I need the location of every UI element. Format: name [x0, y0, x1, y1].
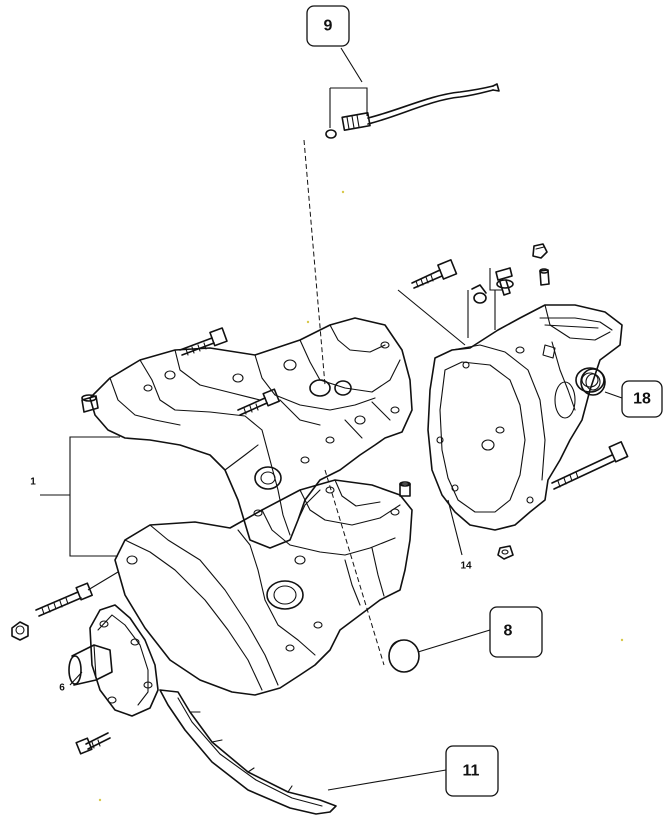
- leader-14: [447, 499, 463, 556]
- label-14: 14: [460, 561, 472, 572]
- nut-top-right: [532, 243, 548, 259]
- callout-11-text: 11: [463, 763, 480, 780]
- dust-cover-11: [159, 689, 447, 815]
- bolt-lower-left: [35, 571, 119, 617]
- upper-housing: [89, 317, 413, 549]
- callout-18-text: 18: [633, 391, 651, 408]
- plug-8: [324, 469, 491, 673]
- washers-left: [471, 284, 487, 304]
- specks: [98, 190, 624, 802]
- callout-8-text: 8: [504, 623, 513, 640]
- bellhousing: [114, 479, 413, 696]
- input-shaft-cover-6: [68, 604, 159, 717]
- dowel-center: [399, 481, 411, 497]
- bracket-1: [40, 436, 120, 557]
- callout-11: 11: [445, 745, 499, 797]
- dowel-left: [81, 394, 99, 413]
- bolt-upper-mid: [237, 388, 280, 416]
- oil-seal-18: [580, 368, 623, 399]
- bolt-top-center: [411, 259, 458, 289]
- callout-9: 9: [306, 5, 350, 47]
- label-1: 1: [30, 477, 36, 488]
- bolt-bottom-left: [75, 732, 111, 755]
- bolt-small-right: [495, 267, 550, 296]
- nut-lower-left: [11, 621, 29, 641]
- sensor-cable-assembly: [325, 83, 500, 139]
- label-6: 6: [59, 683, 65, 694]
- gearbox-rear-case: [427, 304, 623, 531]
- bolt-upper-left: [179, 327, 228, 356]
- callout-18: 18: [621, 380, 663, 418]
- callout-8: 8: [489, 606, 543, 658]
- bolt-long-right: [551, 441, 629, 490]
- callout-9-text: 9: [324, 18, 333, 35]
- nut-bottom-right: [497, 545, 514, 560]
- leader-9: [303, 47, 368, 386]
